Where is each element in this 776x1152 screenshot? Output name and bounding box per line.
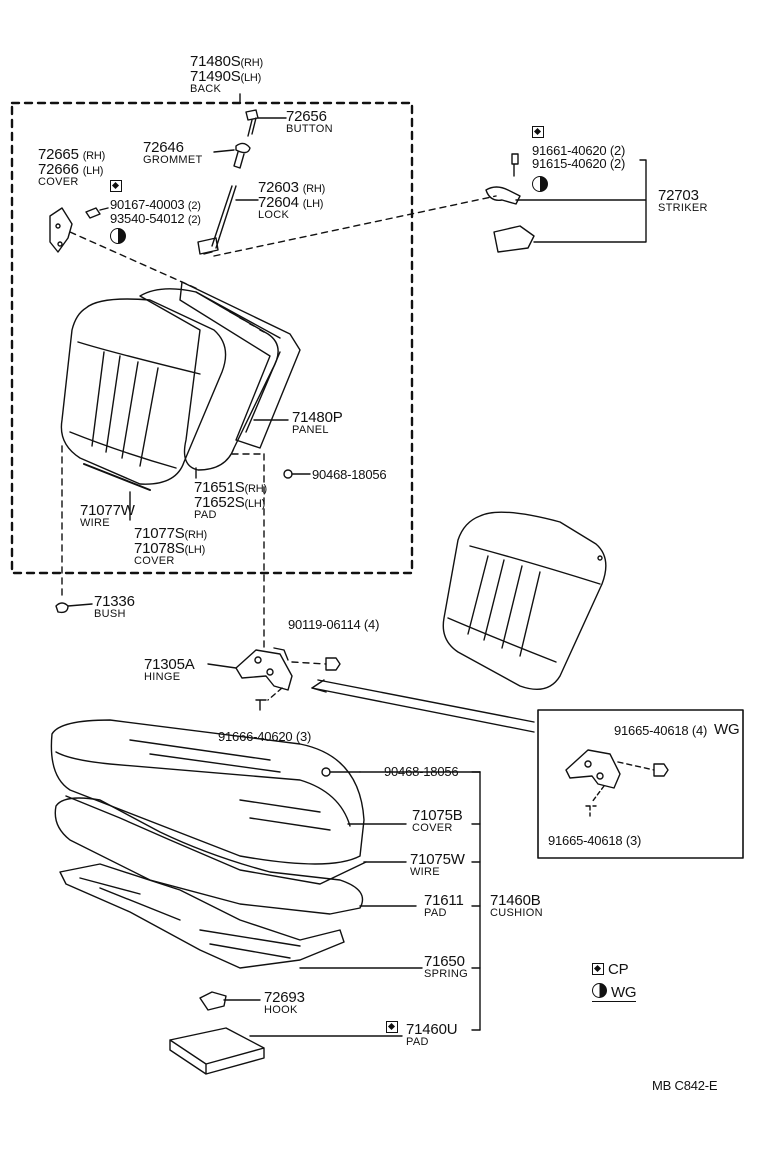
upper-cover-part xyxy=(49,207,73,253)
wg-box-border xyxy=(537,709,744,859)
wg-symbol-icon xyxy=(110,228,126,244)
cushion-spring-part xyxy=(59,863,345,969)
button-part xyxy=(245,109,287,137)
screw-part xyxy=(85,207,101,219)
cushion-pad-part xyxy=(54,797,364,915)
wg-hinge-part xyxy=(565,749,669,817)
back-label: 71480S(RH) 71490S(LH) BACK xyxy=(190,53,263,95)
hinge-bolt2-label: 91666-40620 (3) xyxy=(218,729,312,744)
lock-label: 72603 (RH) 72604 (LH) LOCK xyxy=(258,179,326,221)
wg-bolt1-label: 91665-40618 (4) xyxy=(614,723,708,738)
cushion-cover-part xyxy=(50,719,365,865)
wg-box-title: WG xyxy=(714,721,740,738)
diagram-code: MB C842-E xyxy=(652,1078,718,1093)
upper-clip-label: 90468-18056 xyxy=(312,467,387,482)
cp-symbol-icon xyxy=(532,126,544,138)
bush-part xyxy=(55,602,69,614)
cp-symbol-icon xyxy=(110,180,122,192)
wg-bolt2-label: 91665-40618 (3) xyxy=(548,833,642,848)
back-pad-part xyxy=(139,288,279,471)
back-pad-label: 71651S(RH) 71652S(LH) PAD xyxy=(194,479,267,521)
striker-part xyxy=(485,153,647,253)
upper-cover-label: 72665 (RH) 72666 (LH) COVER xyxy=(38,146,106,188)
back-wire-part xyxy=(83,463,151,491)
cp-symbol-icon xyxy=(386,1021,398,1033)
panel-part xyxy=(179,281,301,449)
wg-symbol-icon xyxy=(532,176,548,192)
grommet-part xyxy=(213,142,251,169)
lock-part xyxy=(197,185,259,255)
hook-part xyxy=(199,991,227,1011)
back-cover-part xyxy=(60,298,227,485)
lock-screws-label: 90167-40003 (2) 93540-54012 (2) xyxy=(110,197,201,226)
back-cover-label: 71077S(RH) 71078S(LH) COVER xyxy=(134,525,207,567)
arrow-part xyxy=(311,679,535,733)
seat-back-illustration xyxy=(442,511,607,690)
lower-clip-part xyxy=(321,767,331,777)
wg-legend-icon xyxy=(592,983,607,998)
clip-part xyxy=(283,469,293,479)
lower-clip-label: 90468-18056 xyxy=(384,764,459,779)
back-group-box xyxy=(10,101,414,575)
legend: CP WG xyxy=(592,962,637,1002)
hinge-part xyxy=(235,647,293,691)
cp-legend-icon xyxy=(592,963,604,975)
hinge-bolt-label: 90119-06114 (4) xyxy=(288,617,380,632)
bottom-pad-part xyxy=(169,1027,265,1075)
cushion-wire-part xyxy=(65,795,367,885)
striker-bolts-label: 91661-40620 (2) 91615-40620 (2) xyxy=(532,143,626,171)
